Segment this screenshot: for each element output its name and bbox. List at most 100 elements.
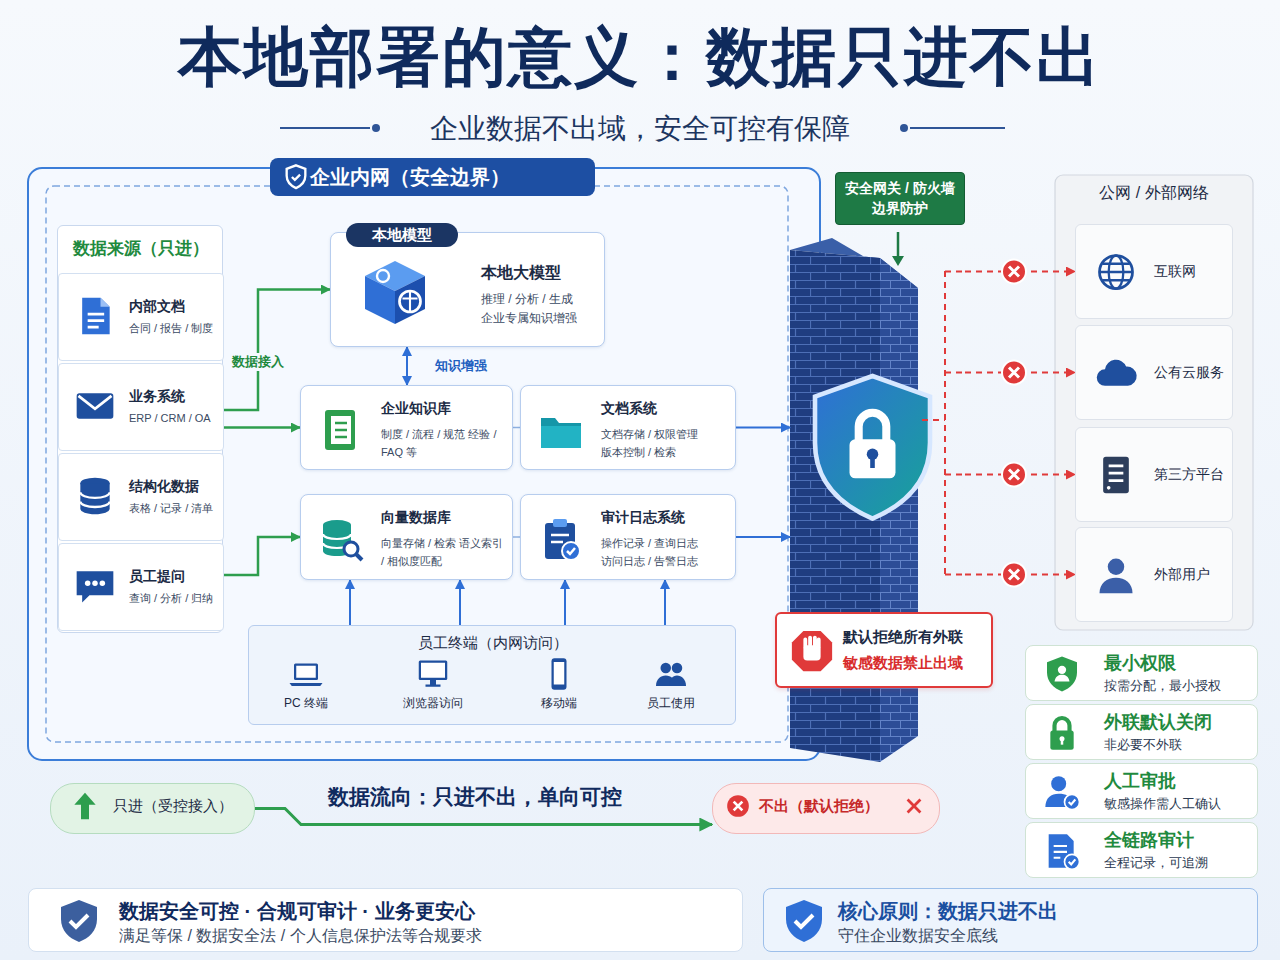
- flow-arrow: [513, 536, 520, 538]
- node-icon: [1094, 453, 1138, 497]
- block-mark: [1002, 260, 1026, 284]
- flow-arrow: [223, 537, 300, 575]
- node-icon: [541, 656, 577, 692]
- node-icon: [1094, 351, 1138, 395]
- node-detail: 敏感操作需人工确认: [1104, 796, 1254, 812]
- external-zone: [1055, 175, 1253, 630]
- node-detail: 按需分配，最小授权: [1104, 678, 1254, 694]
- source-item: 内部文档合同 / 报告 / 制度: [58, 273, 224, 361]
- node-title: 外部用户: [1154, 566, 1232, 584]
- principle-card: 全链路审计全程记录，可追溯: [1025, 822, 1258, 878]
- intranet-dashed-border: [46, 186, 788, 742]
- node-icon: [317, 515, 365, 563]
- node-title: 核心原则：数据只进不出: [838, 899, 1253, 924]
- block-mark: [1002, 563, 1026, 587]
- system-box: 审计日志系统操作记录 / 查询日志 访问日志 / 告警日志: [520, 494, 736, 580]
- flow-arrow: [513, 427, 520, 429]
- flow-arrow: [223, 426, 300, 429]
- deny-trunk: [922, 271, 965, 575]
- node-icon: [537, 406, 585, 454]
- node-title: 不出（默认拒绝）: [759, 784, 899, 827]
- external-item: 第三方平台: [1075, 427, 1233, 522]
- node-title: 向量数据库: [381, 509, 508, 527]
- flow-pill: 只进（受控接入）: [50, 783, 255, 834]
- device-item: PC 终端: [256, 656, 356, 718]
- block-mark: [1002, 361, 1026, 385]
- node-detail: 敏感数据禁止出域: [843, 654, 989, 673]
- node-icon: [73, 294, 117, 338]
- source-panel: 数据来源（只进） 内部文档合同 / 报告 / 制度业务系统ERP / CRM / …: [57, 225, 223, 633]
- flow-arrow: [736, 427, 790, 429]
- node-detail: 制度 / 流程 / 规范 经验 / FAQ 等: [381, 426, 506, 461]
- node-detail: 非必要不外联: [1104, 737, 1254, 753]
- node-icon: [1042, 654, 1082, 694]
- node-title: 业务系统: [129, 388, 221, 406]
- node-title: 员工使用: [621, 696, 721, 711]
- node-icon: [69, 790, 101, 822]
- device-item: 浏览器访问: [383, 656, 483, 718]
- node-icon: [359, 255, 431, 327]
- node-detail: 推理 / 分析 / 生成 企业专属知识增强: [481, 290, 603, 328]
- page-caption: 企业数据不出域，安全可控有保障: [0, 110, 1280, 148]
- node-detail: 本地大模型: [481, 263, 601, 283]
- principle-card: 最小权限按需分配，最小授权: [1025, 645, 1258, 701]
- external-item: 外部用户: [1075, 527, 1233, 622]
- page-title: 本地部署的意义：数据只进不出: [0, 14, 1280, 101]
- flow-arrow: [564, 580, 566, 625]
- flow-arrow: [459, 580, 461, 625]
- model-box: 本地模型本地大模型推理 / 分析 / 生成 企业专属知识增强: [330, 232, 605, 347]
- edge-label: 知识增强: [432, 357, 490, 375]
- device-item: 移动端: [509, 656, 609, 718]
- node-icon: [1042, 713, 1082, 753]
- block-mark: [1002, 463, 1026, 487]
- node-title: 本地模型: [346, 223, 458, 247]
- node-title: 文档系统: [601, 400, 731, 418]
- node-title: 员工终端（内网访问）: [249, 634, 737, 653]
- node-detail: 操作记录 / 查询日志 访问日志 / 告警日志: [601, 535, 729, 570]
- summary-banner: 数据安全可控 · 合规可审计 · 业务更安心满足等保 / 数据安全法 / 个人信…: [28, 888, 743, 952]
- node-detail: 表格 / 记录 / 清单: [129, 502, 221, 516]
- external-item: 公有云服务: [1075, 325, 1233, 420]
- node-title: 数据来源（只进）: [58, 238, 224, 259]
- node-icon: [1042, 831, 1082, 871]
- node-detail: 查询 / 分析 / 归纳: [129, 592, 221, 606]
- node-icon: [282, 163, 310, 191]
- source-item: 业务系统ERP / CRM / OA: [58, 363, 224, 451]
- node-title: PC 终端: [256, 696, 356, 711]
- node-title: 内部文档: [129, 298, 221, 316]
- node-icon: [1094, 553, 1138, 597]
- node-icon: [537, 515, 585, 563]
- node-title: 全链路审计: [1104, 829, 1254, 852]
- node-title: 公有云服务: [1154, 364, 1232, 382]
- node-title: 人工审批: [1104, 770, 1254, 793]
- node-title: 企业知识库: [381, 400, 508, 418]
- flow-arrow: [736, 536, 790, 538]
- node-detail: 守住企业数据安全底线: [838, 926, 1253, 946]
- external-item: 互联网: [1075, 224, 1233, 319]
- node-icon: [73, 474, 117, 518]
- system-box: 企业知识库制度 / 流程 / 规范 经验 / FAQ 等: [300, 385, 513, 470]
- node-icon: [55, 897, 103, 945]
- node-title: 外联默认关闭: [1104, 711, 1254, 734]
- node-icon: [725, 793, 751, 819]
- node-icon: [653, 656, 689, 692]
- node-title: 员工提问: [129, 568, 221, 586]
- source-item: 结构化数据表格 / 记录 / 清单: [58, 453, 224, 541]
- node-icon: [780, 897, 828, 945]
- gateway-pointer: [892, 232, 904, 266]
- node-icon: [288, 656, 324, 692]
- node-icon: [73, 564, 117, 608]
- flow-arrow: [406, 347, 408, 385]
- node-title: 移动端: [509, 696, 609, 711]
- deny-alert: 默认拒绝所有外联敏感数据禁止出域: [775, 612, 993, 688]
- node-detail: 满足等保 / 数据安全法 / 个人信息保护法等合规要求: [119, 926, 734, 946]
- node-title: 结构化数据: [129, 478, 221, 496]
- node-icon: [1042, 772, 1082, 812]
- system-box: 向量数据库向量存储 / 检索 语义索引 / 相似度匹配: [300, 494, 513, 580]
- node-title: 安全网关 / 防火墙 边界防护: [835, 172, 965, 225]
- node-icon: [1094, 250, 1138, 294]
- node-detail: 向量存储 / 检索 语义索引 / 相似度匹配: [381, 535, 506, 570]
- node-title: 审计日志系统: [601, 509, 731, 527]
- node-title: 互联网: [1154, 263, 1232, 281]
- intranet-zone: 企业内网（安全边界）数据来源（只进）内部文档合同 / 报告 / 制度业务系统ER…: [28, 168, 820, 760]
